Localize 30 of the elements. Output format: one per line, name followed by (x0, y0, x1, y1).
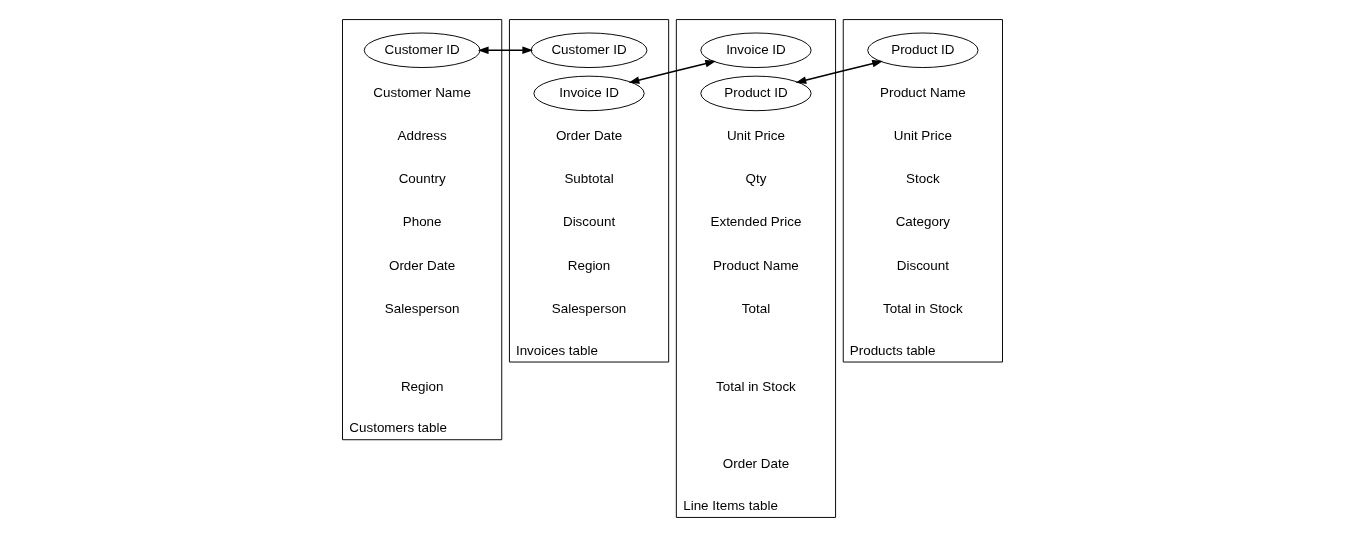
node-text: Product Name (713, 257, 799, 273)
node-text: Region (400, 378, 444, 394)
arrow (628, 60, 717, 84)
node-text: Discount (562, 214, 616, 230)
node-ellipse: Customer ID (530, 32, 648, 68)
node-text: Total in Stock (716, 378, 796, 394)
node-text: Total in Stock (883, 300, 963, 316)
node-text: Total (741, 300, 771, 316)
node-text: Unit Price (893, 128, 952, 144)
arrow (795, 60, 883, 84)
node-text: Order Date (388, 257, 456, 273)
node-text: Salesperson (384, 300, 460, 316)
node-text: Product Name (880, 84, 966, 100)
node-text: Address (397, 128, 447, 144)
node-text: Category (895, 214, 951, 230)
node-text: Customer Name (373, 84, 471, 100)
node-text: Discount (896, 257, 949, 273)
arrow (477, 46, 534, 55)
node-text: Stock (906, 171, 940, 187)
node-ellipse: Customer ID (363, 32, 481, 68)
node-text: Salesperson (551, 300, 627, 316)
node-text: Subtotal (564, 171, 614, 187)
node-text: Phone (402, 214, 442, 230)
node-text: Extended Price (710, 214, 802, 230)
node-text: Region (567, 257, 611, 273)
node-text: Unit Price (726, 128, 786, 144)
node-text: Order Date (722, 456, 790, 472)
node-text: Country (398, 171, 446, 187)
node-text: Order Date (555, 128, 623, 144)
node-text: Qty (745, 171, 767, 187)
